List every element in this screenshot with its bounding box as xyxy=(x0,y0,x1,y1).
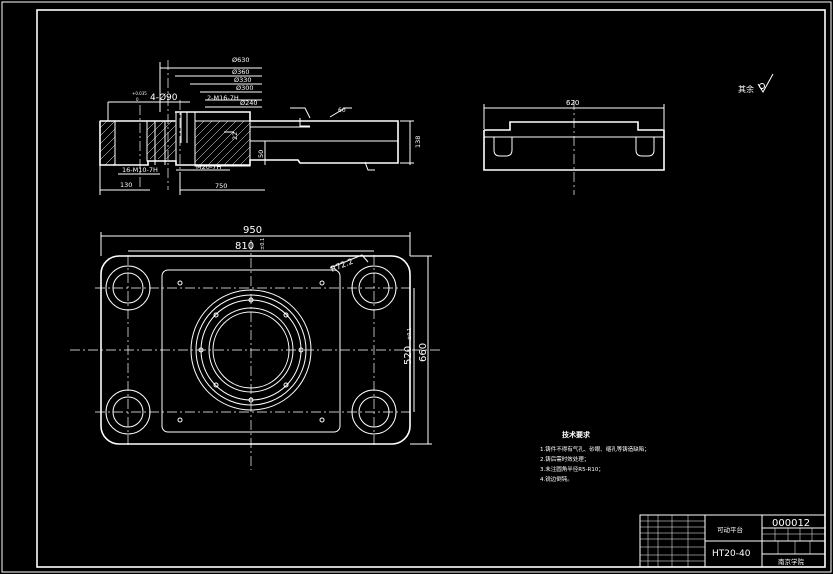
dim-tol-top: +0.035 xyxy=(132,91,147,96)
roughness-symbol-icon xyxy=(757,73,774,93)
roughness-label: 其余 xyxy=(738,84,754,94)
dim-d630: Ø630 xyxy=(232,56,250,64)
tech-req-item: 1.铸件不得有气孔、砂眼、缩孔等铸造缺陷； xyxy=(540,445,650,453)
dim-tol810: ±0.1 xyxy=(260,238,266,250)
dim-w130: 130 xyxy=(120,181,132,189)
dim-h520: 520 xyxy=(403,346,414,365)
dim-w950: 950 xyxy=(243,225,262,236)
tech-req-item: 3.未注圆角半径R5-R10； xyxy=(540,465,604,473)
dim-d360: Ø360 xyxy=(232,68,250,76)
dim-h50: 50 xyxy=(257,150,265,158)
dim-tap-2m16: 2-M16-7H xyxy=(207,94,239,102)
section-hatch xyxy=(99,120,251,167)
dim-w810: 810 xyxy=(235,241,254,252)
tech-req-title: 技术要求 xyxy=(562,430,591,439)
roughness-note: 其余 xyxy=(738,73,774,94)
dim-tol520: ±0.1 xyxy=(407,328,413,340)
drawing-number: 000012 xyxy=(772,518,810,529)
dim-d240: Ø240 xyxy=(240,99,258,107)
dim-tap-16m10: 16-M10-7H xyxy=(122,166,158,174)
tech-req-item: 2.铸后需时效处理； xyxy=(540,455,589,463)
dim-h138: 138 xyxy=(414,136,422,148)
side-view: 620 xyxy=(483,99,665,195)
tech-req-item: 4.锐边倒钝。 xyxy=(540,475,573,483)
dim-holes-4x90: 4-Ø90 xyxy=(150,92,178,103)
dim-tap-m20: M20-7H xyxy=(196,163,221,171)
dim-radius: R72.2 xyxy=(329,257,354,274)
dim-angle: 60 xyxy=(338,107,346,114)
section-view: Ø630 Ø360 Ø330 Ø300 Ø240 4-Ø90 2-M16-7H … xyxy=(99,56,422,195)
title-block: 可动平台 000012 HT20-40 南京学院 xyxy=(639,514,826,568)
technical-requirements: 技术要求 1.铸件不得有气孔、砂眼、缩孔等铸造缺陷； 2.铸后需时效处理； 3.… xyxy=(540,430,650,483)
part-name: 可动平台 xyxy=(717,525,743,534)
dim-d330: Ø330 xyxy=(234,76,252,84)
plan-view: 950 810 ±0.1 520 ±0.1 660 R72.2 xyxy=(70,225,440,470)
dim-tol-bot: 0 xyxy=(136,97,139,102)
dim-w750: 750 xyxy=(215,182,227,190)
school: 南京学院 xyxy=(778,557,805,566)
inner-platform xyxy=(161,269,341,433)
platform-holes xyxy=(177,280,325,423)
material: HT20-40 xyxy=(712,549,751,559)
dim-d300: Ø300 xyxy=(236,84,254,92)
dim-h660: 660 xyxy=(418,343,429,362)
dim-w620: 620 xyxy=(566,99,579,107)
dim-h22: 22 xyxy=(231,132,239,140)
